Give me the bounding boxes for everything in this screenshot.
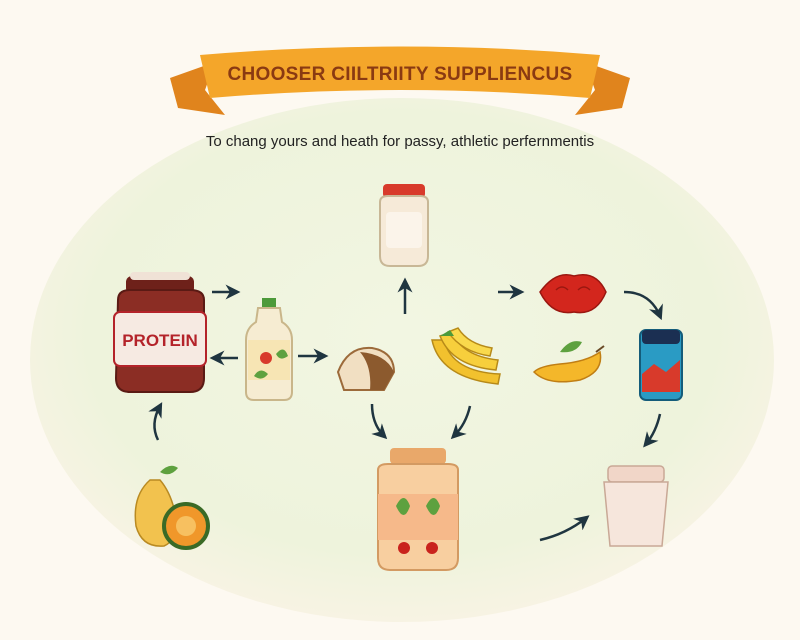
arrow-can-down (643, 413, 662, 448)
red-fruit-icon (539, 274, 607, 314)
mango-icon (532, 341, 605, 383)
arrow-banana-to-vitamin (450, 405, 472, 440)
protein-jar-icon: PROTEIN (113, 272, 207, 393)
pear-orange-icon (134, 465, 210, 550)
title-banner: CHOOSER CIILTRIITY SUPPLIENCUS (170, 46, 630, 115)
arrow-red-fruit-to-can (623, 290, 663, 321)
shaker-cup-icon (603, 465, 669, 547)
drink-can-icon (639, 329, 683, 401)
banner-title: CHOOSER CIILTRIITY SUPPLIENCUS (227, 64, 572, 85)
protein-label: PROTEIN (122, 331, 198, 350)
small-jar-icon (379, 184, 429, 267)
arrow-pear-to-protein (148, 402, 163, 441)
background-circle (30, 98, 774, 622)
banana-bunch-icon (431, 327, 501, 385)
juice-bottle-icon (245, 298, 293, 401)
bread-icon (336, 346, 396, 391)
subtitle: To chang yours and heath for passy, athl… (206, 133, 594, 150)
arrow-to-shaker (539, 515, 590, 542)
vitamin-jar-icon (377, 448, 459, 571)
flow-arrows (148, 277, 663, 542)
arrow-bread-to-vitamin (370, 403, 388, 440)
